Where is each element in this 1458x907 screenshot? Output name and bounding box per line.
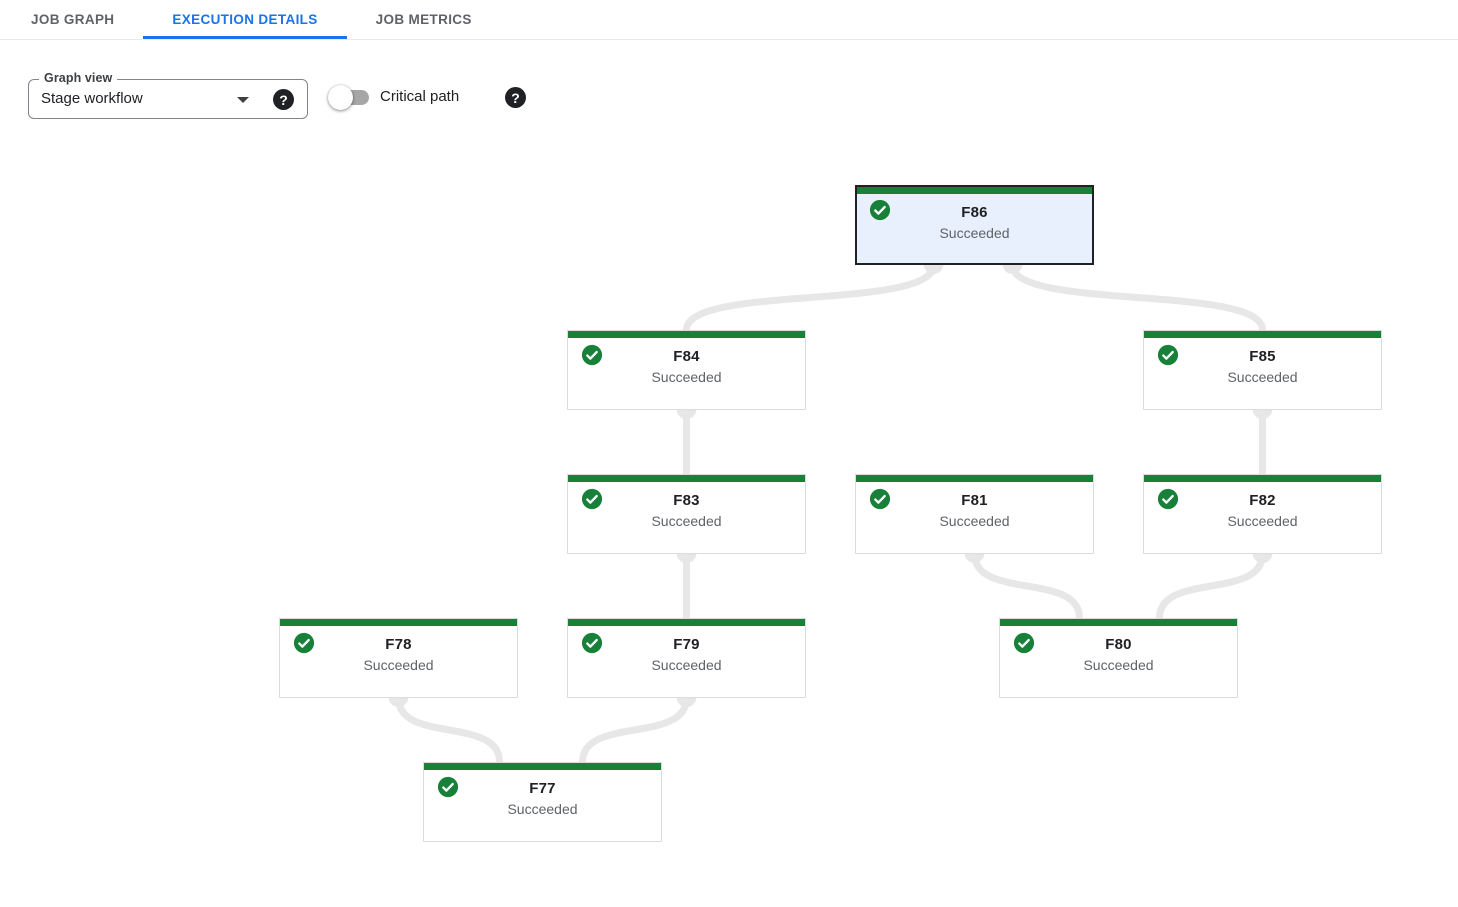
stage-status: Succeeded [651, 369, 722, 385]
tab-bar: JOB GRAPH EXECUTION DETAILS JOB METRICS [0, 0, 1458, 40]
stage-node-F85[interactable]: F85 Succeeded [1143, 330, 1382, 410]
stage-status: Succeeded [651, 513, 722, 529]
stage-node-F82[interactable]: F82 Succeeded [1143, 474, 1382, 554]
stage-node-F80[interactable]: F80 Succeeded [999, 618, 1238, 698]
check-circle-icon [581, 632, 603, 654]
check-circle-icon [581, 488, 603, 510]
stage-node-F81[interactable]: F81 Succeeded [855, 474, 1094, 554]
stage-status: Succeeded [1227, 513, 1298, 529]
graph-view-value: Stage workflow [41, 90, 143, 107]
critical-path-help-icon[interactable]: ? [505, 87, 526, 108]
check-circle-icon [293, 632, 315, 654]
graph-controls: Graph view Stage workflow ? Critical pat… [0, 40, 1458, 140]
stage-node-F78[interactable]: F78 Succeeded [279, 618, 518, 698]
stage-node-F86[interactable]: F86 Succeeded [855, 185, 1094, 265]
stage-node-F79[interactable]: F79 Succeeded [567, 618, 806, 698]
stage-name: F82 [1249, 492, 1276, 509]
stage-name: F83 [673, 492, 700, 509]
check-circle-icon [869, 199, 891, 221]
stage-status: Succeeded [939, 225, 1010, 241]
check-circle-icon [869, 488, 891, 510]
check-circle-icon [581, 344, 603, 366]
stage-status: Succeeded [1083, 657, 1154, 673]
stage-node-F83[interactable]: F83 Succeeded [567, 474, 806, 554]
stage-name: F80 [1105, 636, 1132, 653]
tab-job-graph[interactable]: JOB GRAPH [31, 12, 115, 27]
check-circle-icon [1013, 632, 1035, 654]
stage-name: F78 [385, 636, 412, 653]
stage-name: F86 [961, 204, 988, 221]
stage-name: F81 [961, 492, 988, 509]
tab-execution-details[interactable]: EXECUTION DETAILS [143, 0, 347, 39]
check-circle-icon [1157, 344, 1179, 366]
graph-view-select[interactable]: Graph view Stage workflow ? [28, 71, 308, 119]
toggle-knob [328, 85, 353, 110]
check-circle-icon [1157, 488, 1179, 510]
critical-path-toggle[interactable] [328, 85, 372, 110]
graph-view-label: Graph view [39, 71, 118, 85]
stage-status: Succeeded [363, 657, 434, 673]
stage-name: F79 [673, 636, 700, 653]
graph-view-help-icon[interactable]: ? [273, 89, 294, 110]
stage-name: F84 [673, 348, 700, 365]
chevron-down-icon [237, 97, 249, 103]
critical-path-label: Critical path [380, 88, 460, 105]
stage-status: Succeeded [507, 801, 578, 817]
check-circle-icon [437, 776, 459, 798]
stage-status: Succeeded [939, 513, 1010, 529]
tab-job-metrics[interactable]: JOB METRICS [375, 12, 472, 27]
stage-status: Succeeded [651, 657, 722, 673]
stage-node-F84[interactable]: F84 Succeeded [567, 330, 806, 410]
stage-node-F77[interactable]: F77 Succeeded [423, 762, 662, 842]
stage-name: F77 [529, 780, 556, 797]
stage-name: F85 [1249, 348, 1276, 365]
stage-status: Succeeded [1227, 369, 1298, 385]
